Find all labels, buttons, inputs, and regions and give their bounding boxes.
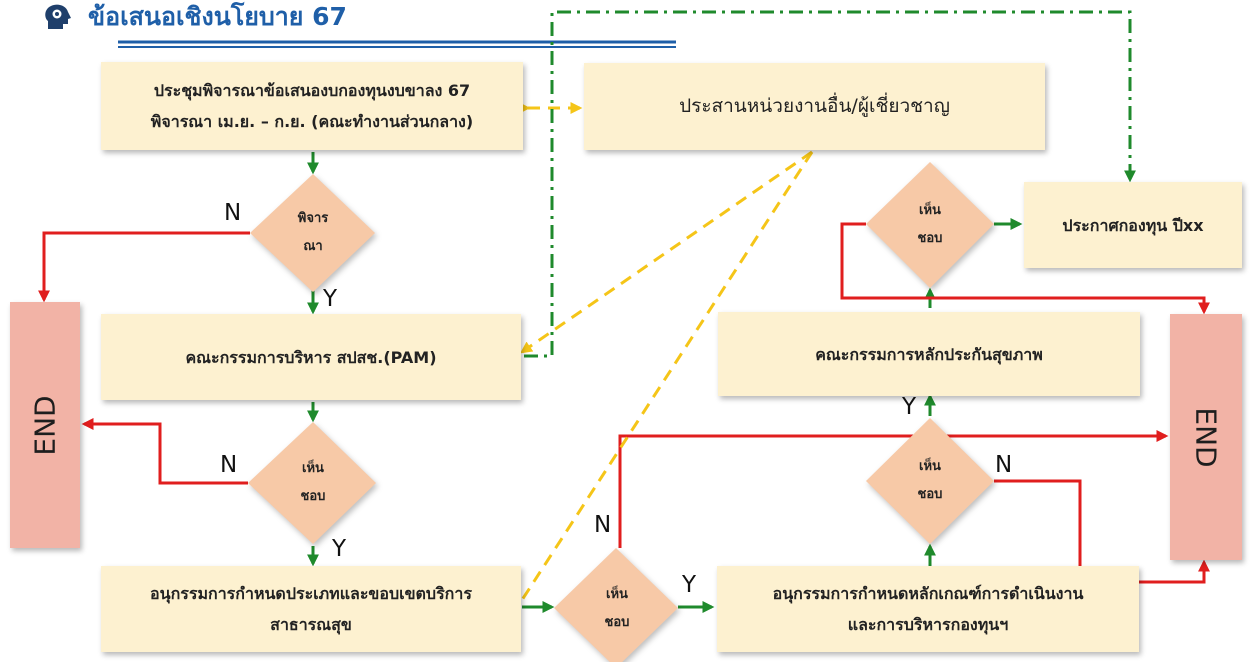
consider-line1: พิจาร: [297, 211, 329, 226]
approve1-line1: เห็น: [302, 461, 324, 476]
dashdot-pam-to-announce: [524, 10, 1136, 358]
label-no-approve2: N: [594, 512, 612, 538]
title-bar: ข้อเสนอเชิงนโยบาย 67: [42, 0, 347, 34]
diamond-approve3-label: เห็น ชอบ: [887, 452, 973, 510]
label-no-approve1: N: [220, 452, 238, 478]
diamond-approve1: [248, 422, 376, 544]
coordinate-text: ประสานหน่วยงานอื่น/ผู้เชี่ยวชาญ: [679, 95, 950, 117]
dashed-coordinate-to-subcommittee: [520, 151, 814, 601]
meeting-box: ประชุมพิจารณาข้อเสนองบกองทุนงบขาลง 67 พิ…: [101, 62, 523, 150]
announce-text: ประกาศกองทุน ปีxx: [1062, 215, 1204, 235]
subcommittee-type-line1: อนุกรรมการกำหนดประเภทและขอบเขตบริการ: [150, 584, 472, 603]
diamond-approve2-label: เห็น ชอบ: [574, 580, 660, 638]
subcommittee-type-box: อนุกรรมการกำหนดประเภทและขอบเขตบริการ สาธ…: [101, 566, 521, 652]
coordinate-box: ประสานหน่วยงานอื่น/ผู้เชี่ยวชาญ: [584, 63, 1045, 150]
end-box-left: END: [10, 302, 80, 548]
label-no-approve3: N: [995, 452, 1013, 478]
meeting-line2: พิจารณา เม.ย. – ก.ย. (คณะทำงานส่วนกลาง): [150, 112, 474, 131]
pam-text: คณะกรรมการบริหาร สปสช.(PAM): [185, 347, 437, 367]
approve4-line2: ชอบ: [917, 231, 943, 246]
subcommittee-criteria-line1: อนุกรรมการกำหนดหลักเกณฑ์การดำเนินงาน: [772, 584, 1084, 603]
diamond-approve4: [866, 162, 994, 288]
title-underline: [118, 40, 676, 48]
diamond-approve1-label: เห็น ชอบ: [270, 454, 356, 512]
label-no-consider: N: [224, 200, 242, 226]
announce-box: ประกาศกองทุน ปีxx: [1024, 182, 1242, 268]
diamond-consider: [250, 174, 375, 292]
label-yes-approve2: Y: [682, 572, 697, 598]
label-yes-approve1: Y: [332, 536, 347, 562]
consider-line2: ณา: [303, 239, 323, 254]
no-path-consider: [38, 231, 250, 303]
approve2-line2: ชอบ: [604, 615, 630, 630]
approve2-line1: เห็น: [606, 587, 628, 602]
no-path-approve1: [81, 418, 248, 485]
nhso-board-box: คณะกรรมการหลักประกันสุขภาพ: [718, 312, 1140, 396]
diamond-approve2: [554, 548, 678, 662]
meeting-line1: ประชุมพิจารณาข้อเสนองบกองทุนงบขาลง 67: [153, 81, 471, 100]
head-gear-icon: [45, 4, 71, 30]
diamond-approve3: [866, 418, 994, 544]
no-path-approve2: [618, 430, 1169, 548]
subcommittee-type-line2: สาธารณสุข: [270, 615, 352, 634]
pam-box: คณะกรรมการบริหาร สปสช.(PAM): [101, 314, 521, 400]
approve4-line1: เห็น: [919, 203, 941, 218]
label-yes-approve3: Y: [902, 394, 917, 420]
subcommittee-criteria-box: อนุกรรมการกำหนดหลักเกณฑ์การดำเนินงาน และ…: [717, 566, 1139, 652]
approve3-line1: เห็น: [919, 459, 941, 474]
label-yes-consider: Y: [323, 286, 338, 312]
diamond-consider-label: พิจาร ณา: [270, 204, 356, 262]
end-box-right: END: [1170, 314, 1242, 560]
diamond-approve4-label: เห็น ชอบ: [887, 196, 973, 254]
subcommittee-criteria-line2: และการบริหารกองทุนฯ: [847, 615, 1009, 634]
approve3-line2: ชอบ: [917, 487, 943, 502]
no-path-approve4: [840, 222, 1210, 315]
page-title: ข้อเสนอเชิงนโยบาย 67: [88, 2, 347, 31]
approve1-line2: ชอบ: [300, 489, 326, 504]
nhso-board-text: คณะกรรมการหลักประกันสุขภาพ: [815, 344, 1043, 364]
